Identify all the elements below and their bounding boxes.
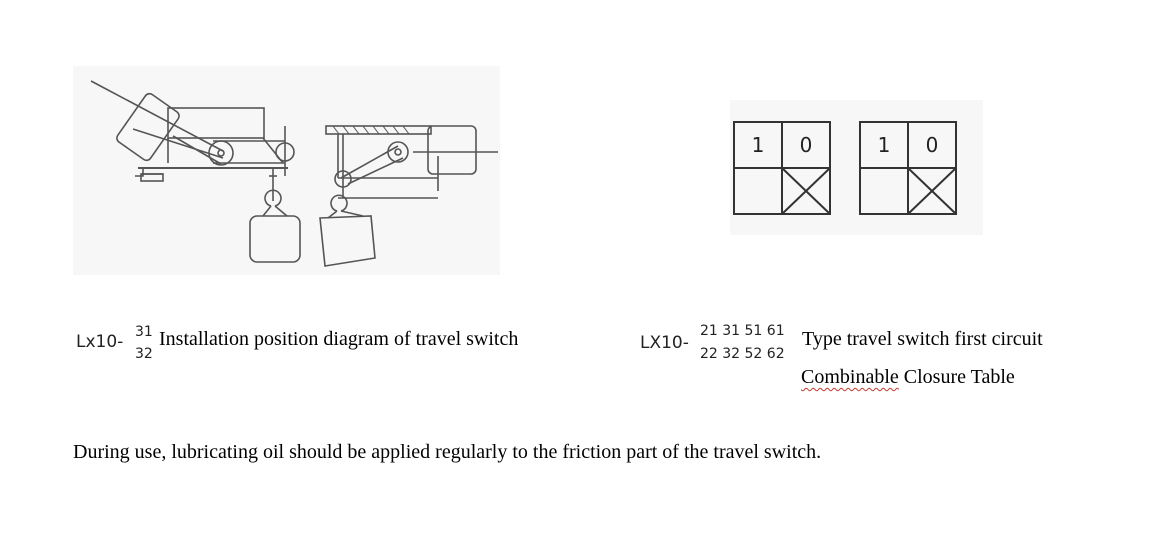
left-caption-text: Installation position diagram of travel … <box>159 328 519 350</box>
closure-table-figure: 1 0 1 0 <box>730 100 983 235</box>
closure-header-0: 0 <box>926 133 939 157</box>
weight-right <box>319 215 376 267</box>
closure-header-1: 1 <box>752 133 765 157</box>
model-prefix-right: LX10- <box>640 333 689 353</box>
closure-header-1: 1 <box>878 133 891 157</box>
roller-head <box>116 92 180 162</box>
right-caption-line1: Type travel switch first circuit <box>802 328 1043 350</box>
switch-head-right <box>427 125 477 175</box>
maintenance-note: During use, lubricating oil should be ap… <box>73 441 822 463</box>
closure-block-2: 1 0 <box>859 121 957 215</box>
lever-line-bottom <box>132 128 224 159</box>
weight-left <box>249 215 301 263</box>
model-sup-right: 21 31 51 61 <box>700 323 785 339</box>
spellcheck-underlined-word: Combinable <box>801 366 899 388</box>
model-sub-right: 22 32 52 62 <box>700 346 785 362</box>
model-sup-left: 31 <box>135 324 153 340</box>
pivot-left <box>208 140 234 166</box>
base-foot <box>140 173 164 182</box>
right-caption-line2: Combinable Closure Table <box>801 366 1015 389</box>
switch-body-left <box>167 107 265 139</box>
right-caption-line2-rest: Closure Table <box>898 366 1015 388</box>
model-sub-left: 32 <box>135 346 153 362</box>
pivot-right-assembly <box>387 141 409 163</box>
model-prefix-left: Lx10- <box>76 332 124 352</box>
lever-line-top <box>90 80 224 152</box>
closure-block-1: 1 0 <box>733 121 831 215</box>
installation-diagram <box>73 66 500 275</box>
closure-header-0: 0 <box>800 133 813 157</box>
